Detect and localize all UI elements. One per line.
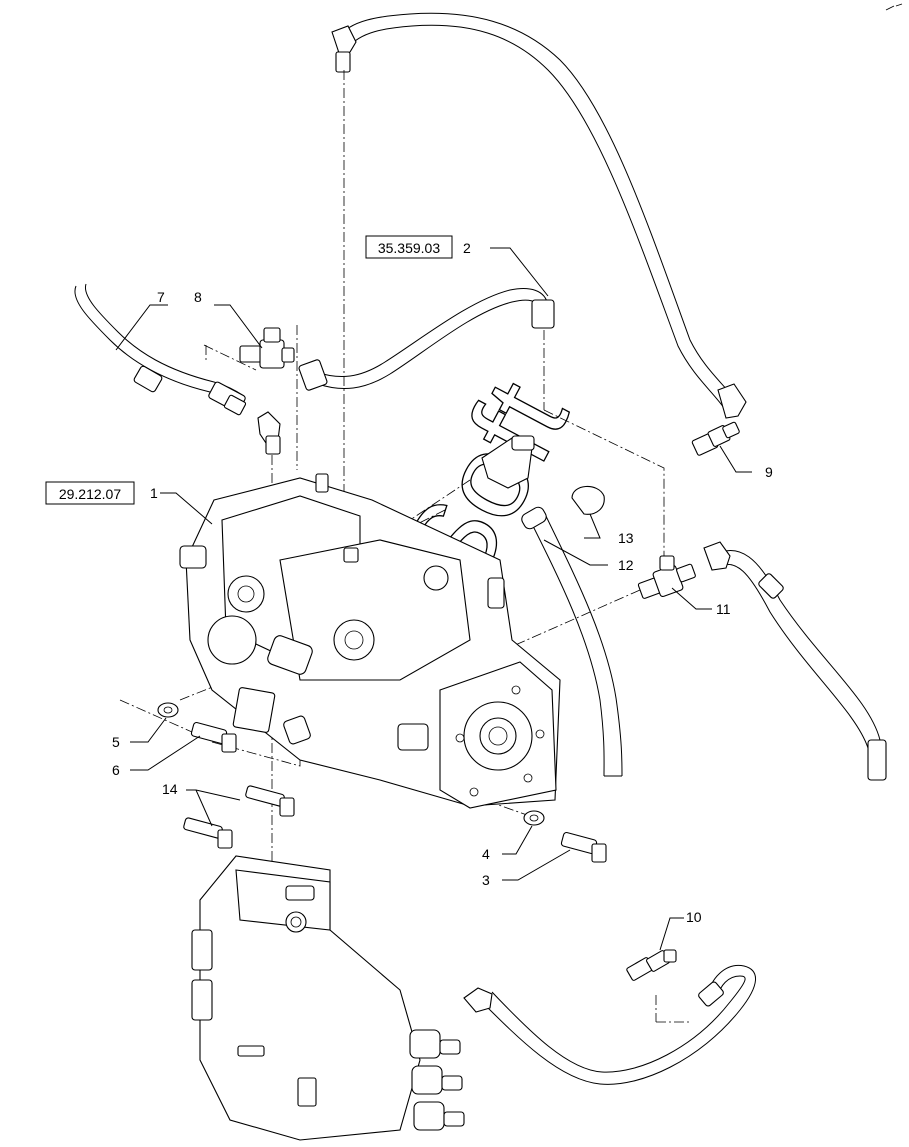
hose-12	[481, 435, 623, 777]
bolt-3	[560, 831, 607, 863]
hydraulic-pump	[179, 473, 561, 809]
callout-10: 10	[686, 909, 702, 925]
drain-hose-right	[703, 541, 887, 781]
callout-5: 5	[112, 734, 120, 750]
fitting-10	[626, 949, 677, 981]
bolt-14-upper	[245, 785, 295, 817]
return-hose-top	[331, 12, 747, 419]
bolt-6	[190, 721, 237, 753]
bolt-14-lower	[183, 817, 233, 849]
leader-lines	[115, 247, 752, 951]
callout-11: 11	[716, 601, 731, 617]
callout-4: 4	[482, 846, 490, 862]
pressure-tube	[298, 288, 555, 391]
callout-8: 8	[194, 289, 202, 305]
ref-29-212-07-label: 29.212.07	[59, 486, 121, 502]
tee-fitting-8	[239, 327, 295, 369]
washer-5	[157, 702, 179, 718]
fitting-9	[691, 421, 740, 456]
callout-9: 9	[765, 464, 773, 480]
callout-labels: 1 2 3 4 5 6 7 8 9 10 11 12 13 14	[112, 240, 773, 925]
callout-14: 14	[162, 781, 178, 797]
hose-assembly-left	[74, 283, 247, 416]
washer-4	[523, 810, 545, 826]
callout-1: 1	[150, 485, 158, 501]
reference-box-29-212-07[interactable]: 29.212.07	[45, 481, 135, 505]
tee-fitting-11	[637, 555, 696, 599]
clamp-13	[571, 485, 605, 515]
corner-mark	[885, 3, 903, 11]
callout-2: 2	[463, 240, 471, 256]
callout-7: 7	[157, 289, 165, 305]
ref-35-359-03-label: 35.359.03	[378, 240, 440, 256]
callout-13: 13	[618, 530, 634, 546]
control-valve-block	[191, 855, 465, 1141]
elbow-fitting	[257, 411, 281, 455]
callout-3: 3	[482, 872, 490, 888]
reference-box-35-359-03[interactable]: 35.359.03	[365, 235, 453, 259]
callout-6: 6	[112, 762, 120, 778]
callout-12: 12	[618, 557, 634, 573]
hose-bottom	[463, 964, 756, 1085]
